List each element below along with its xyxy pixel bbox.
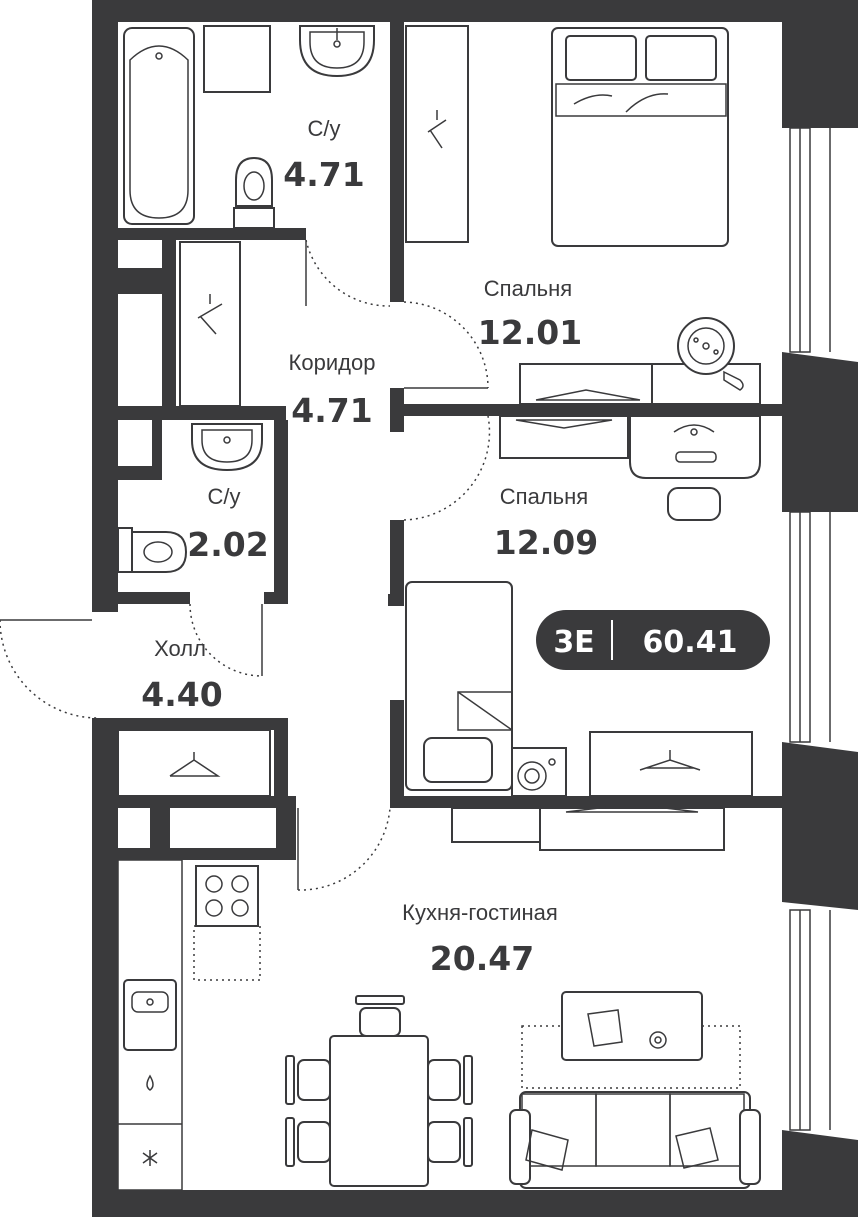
apartment-total-area: 60.41 <box>643 625 738 660</box>
desk-bedroom2 <box>499 415 761 521</box>
bathtub <box>123 27 195 225</box>
hall-wardrobe-lower <box>117 729 271 797</box>
windows <box>789 127 831 1131</box>
room-name: С/у <box>208 484 241 509</box>
apartment-type: 3E <box>553 625 594 660</box>
tv-console <box>451 803 725 851</box>
doors <box>0 239 491 891</box>
walls <box>92 0 858 1217</box>
room-name: Спальня <box>500 484 588 509</box>
room-area: 2.02 <box>187 525 268 564</box>
room-label-hall: Холл 4.40 <box>141 636 222 714</box>
sofa <box>509 991 761 1189</box>
room-name: Кухня-гостиная <box>402 900 558 925</box>
room-label-bedroom-1: Спальня 12.01 <box>478 276 582 352</box>
room-label-kitchen-living: Кухня-гостиная 20.47 <box>402 900 558 978</box>
desk-bedroom1 <box>519 317 761 405</box>
room-name: С/у <box>308 116 341 141</box>
sink-icon-bath2 <box>191 423 263 472</box>
room-area: 12.01 <box>478 313 582 352</box>
room-label-bathroom-1: С/у 4.71 <box>283 116 364 194</box>
sink-icon <box>299 25 375 78</box>
room-area: 12.09 <box>494 523 598 562</box>
washing-machine-icon <box>511 747 567 797</box>
toilet-icon <box>233 156 275 229</box>
dining-table <box>285 995 473 1187</box>
room-area: 4.71 <box>283 155 364 194</box>
room-area: 4.71 <box>291 391 372 430</box>
stove-icon <box>193 865 261 981</box>
room-name: Спальня <box>484 276 572 301</box>
wardrobe-bedroom2 <box>589 731 753 797</box>
room-name: Холл <box>154 636 206 661</box>
kitchen-counter <box>117 859 183 1191</box>
room-label-corridor: Коридор 4.71 <box>289 350 376 430</box>
single-bed <box>405 581 513 791</box>
apartment-badge: 3E 60.41 <box>536 610 770 670</box>
double-bed <box>551 27 729 247</box>
wardrobe-bedroom1 <box>405 25 469 243</box>
room-name: Коридор <box>289 350 376 375</box>
room-label-bedroom-2: Спальня 12.09 <box>494 484 598 562</box>
toilet-icon-bath2 <box>117 527 188 573</box>
room-area: 20.47 <box>430 939 534 978</box>
hall-wardrobe-upper <box>179 241 241 407</box>
bath-cabinet <box>203 25 271 93</box>
room-label-bathroom-2: С/у 2.02 <box>187 484 268 564</box>
room-area: 4.40 <box>141 675 222 714</box>
